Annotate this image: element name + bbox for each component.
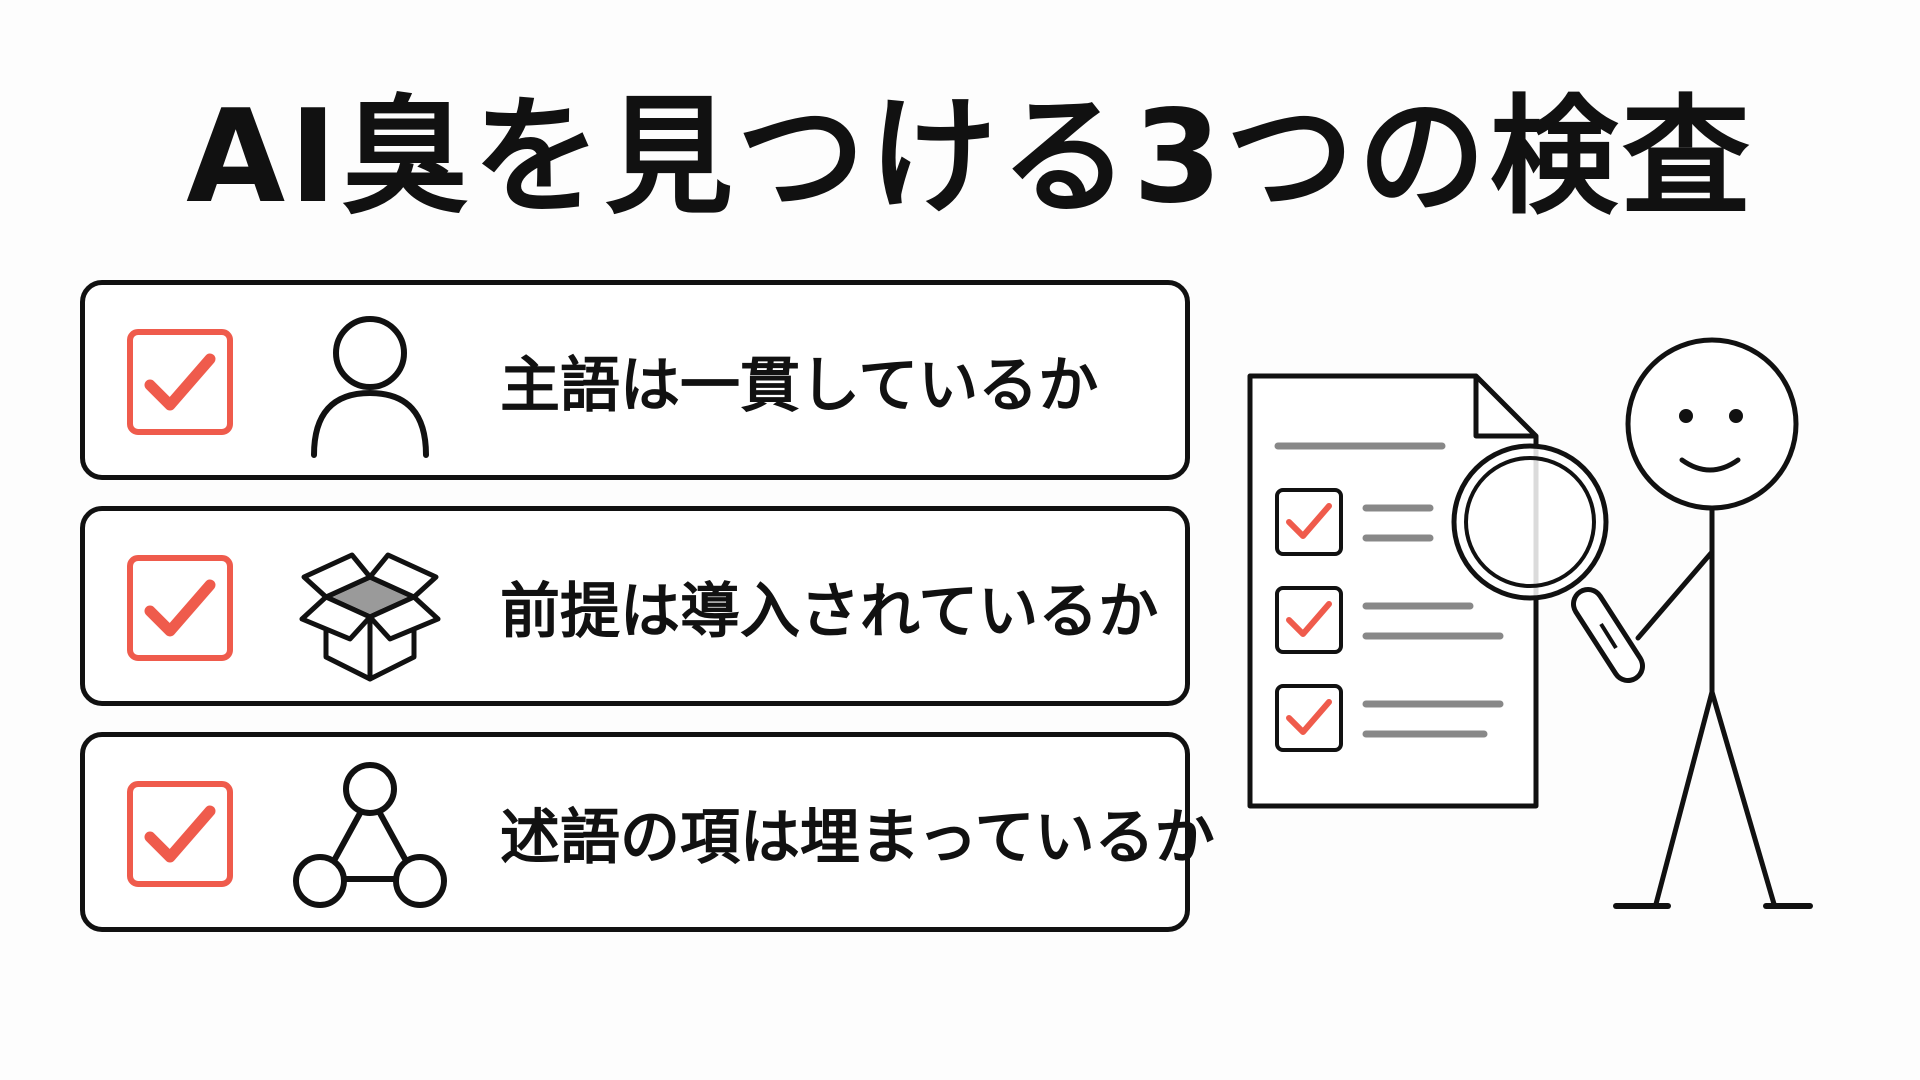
magnifying-glass-icon — [1451, 443, 1645, 683]
checklist-item-predicate: 述語の項は埋まっているか — [80, 732, 1215, 932]
open-box-icon — [299, 552, 441, 682]
checklist-item-premise: 前提は導入されているか — [80, 506, 1190, 706]
checked-checkbox-icon — [127, 781, 233, 887]
inspector-illustration — [1247, 337, 1813, 909]
checklist-label: 述語の項は埋まっているか — [500, 802, 1215, 873]
checked-checkbox-icon — [127, 555, 233, 661]
checklist-item-subject: 主語は一貫しているか — [80, 280, 1190, 480]
stick-figure — [1613, 337, 1813, 909]
page-title: AI臭を見つける3つの検査 — [186, 82, 1754, 232]
triangle-network-icon — [293, 762, 447, 908]
checked-checkbox-icon — [127, 329, 233, 435]
person-icon — [311, 316, 429, 458]
checklist-label: 前提は導入されているか — [500, 576, 1159, 647]
checklist-label: 主語は一貫しているか — [500, 350, 1099, 421]
